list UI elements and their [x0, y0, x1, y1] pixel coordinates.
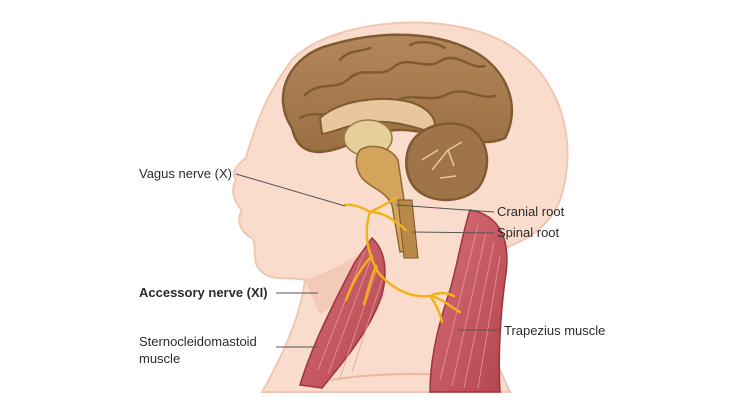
cerebellum: [405, 122, 489, 202]
scm-fibers: [317, 249, 383, 379]
spinal-cord: [397, 199, 419, 259]
sternocleidomastoid-muscle: [299, 236, 386, 389]
label-accessory-nerve: Accessory nerve (XI): [139, 285, 268, 300]
label-spinal-root: Spinal root: [497, 225, 560, 240]
trapezius-muscle: [429, 209, 508, 393]
label-trapezius-muscle: Trapezius muscle: [504, 323, 606, 338]
label-cranial-root: Cranial root: [497, 204, 565, 219]
label-sternocleidomastoid-line2: muscle: [139, 351, 181, 366]
cerebellum-folia: [421, 141, 463, 179]
label-sternocleidomastoid-line1: Sternocleidomastoid: [139, 334, 257, 349]
leader-lines: [235, 173, 500, 348]
trapezius-fibers: [439, 224, 501, 389]
nerve-paths: [343, 196, 462, 324]
label-vagus-nerve: Vagus nerve (X): [139, 166, 232, 181]
brainstem: [355, 145, 411, 253]
jaw-shadow: [305, 240, 372, 315]
